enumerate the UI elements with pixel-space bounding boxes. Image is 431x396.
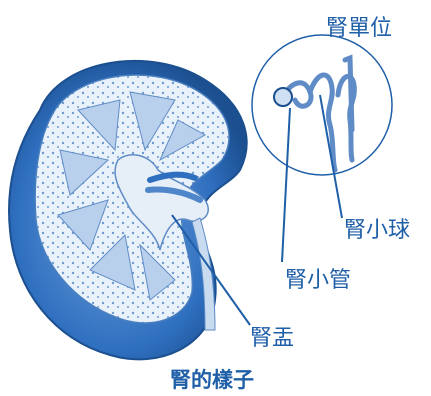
glomerulus-label: 腎小球 — [344, 212, 410, 244]
pelvis-label: 腎盂 — [250, 320, 294, 352]
figure-caption: 腎的樣子 — [170, 364, 254, 394]
nephron-label: 腎單位 — [326, 10, 392, 42]
glomerulus-shape — [274, 88, 292, 106]
tubule-label: 腎小管 — [285, 262, 351, 294]
